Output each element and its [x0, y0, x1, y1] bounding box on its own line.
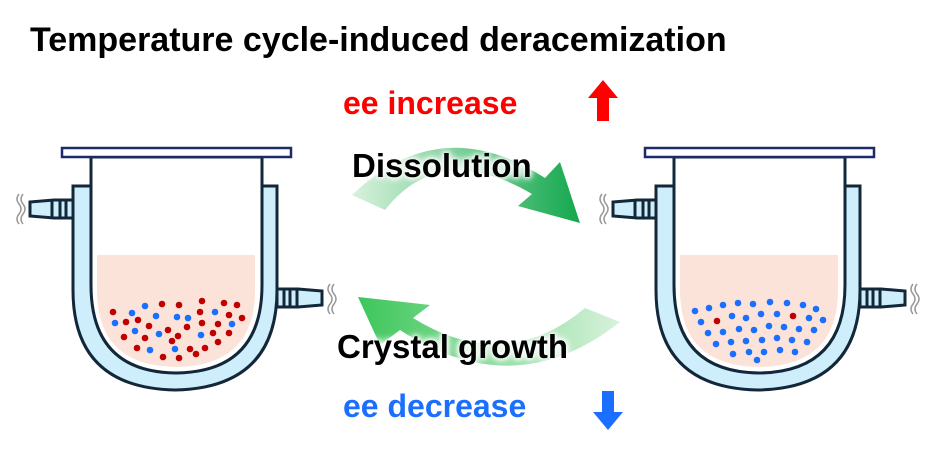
blue-particle	[729, 350, 737, 358]
red-particle	[175, 301, 183, 309]
red-particle	[120, 333, 128, 341]
blue-particle	[765, 322, 773, 330]
dissolution-label: Dissolution	[352, 147, 532, 184]
blue-particle	[146, 346, 154, 354]
blue-particle	[171, 345, 179, 353]
red-particle	[183, 323, 191, 331]
blue-particle	[742, 314, 750, 322]
blue-particle	[810, 326, 818, 334]
blue-particle	[228, 320, 236, 328]
ee-increase-label: ee increase	[343, 85, 518, 121]
red-particle	[214, 338, 222, 346]
red-particle	[220, 299, 228, 307]
blue-particle	[750, 326, 758, 334]
red-particle	[158, 300, 166, 308]
red-particle	[214, 320, 222, 328]
blue-particle	[812, 305, 820, 313]
red-particle	[198, 297, 206, 305]
blue-particle	[211, 308, 219, 316]
blue-particle	[805, 314, 813, 322]
red-particle	[145, 322, 153, 330]
reactor-vessel-right	[598, 146, 921, 392]
blue-particle	[799, 301, 807, 309]
red-particle	[122, 318, 130, 326]
blue-particle	[745, 348, 753, 356]
cycle-arrow-top-icon	[352, 147, 580, 223]
blue-particle	[705, 304, 713, 312]
red-particle	[225, 329, 233, 337]
red-particle	[186, 345, 194, 353]
blue-particle	[141, 302, 149, 310]
blue-particle	[197, 331, 205, 339]
blue-particle	[766, 298, 774, 306]
blue-particle	[791, 348, 799, 356]
blue-particle	[780, 323, 788, 331]
red-particle	[168, 337, 176, 345]
red-particle	[209, 329, 217, 337]
blue-particle	[173, 313, 181, 321]
red-particle	[713, 317, 721, 325]
blue-particle	[704, 329, 712, 337]
blue-particle	[131, 327, 139, 335]
diagram-title: Temperature cycle-induced deracemization	[30, 21, 727, 59]
red-particle	[141, 334, 149, 342]
blue-particle	[697, 318, 705, 326]
blue-particle	[760, 348, 768, 356]
red-particle	[196, 308, 204, 316]
blue-particle	[758, 336, 766, 344]
red-particle	[174, 332, 182, 340]
red-particle	[225, 311, 233, 319]
blue-particle	[735, 325, 743, 333]
crystal-growth-label: Crystal growth	[337, 328, 569, 365]
red-particle	[192, 350, 200, 358]
red-particle	[164, 326, 172, 334]
red-particle	[159, 353, 167, 361]
blue-particle	[749, 300, 757, 308]
blue-particle	[795, 325, 803, 333]
cycle-arrow-bottom-icon	[358, 297, 620, 366]
red-particle	[201, 344, 209, 352]
blue-particle	[727, 338, 735, 346]
blue-particle	[155, 330, 163, 338]
blue-particle	[152, 312, 160, 320]
red-particle	[238, 314, 246, 322]
blue-particle	[734, 299, 742, 307]
blue-particle	[776, 346, 784, 354]
red-particle	[109, 308, 117, 316]
blue-particle	[712, 340, 720, 348]
red-particle	[133, 344, 141, 352]
red-particle	[233, 301, 241, 309]
blue-particle	[753, 356, 761, 364]
blue-particle	[111, 319, 119, 327]
reactor-vessel-left	[15, 146, 338, 392]
blue-particle	[783, 299, 791, 307]
ee-decrease-label: ee decrease	[343, 388, 527, 424]
red-particle	[175, 354, 183, 362]
blue-particle	[719, 328, 727, 336]
blue-particle	[803, 338, 811, 346]
blue-particle	[819, 316, 827, 324]
blue-particle	[728, 312, 736, 320]
down-arrow-icon	[593, 391, 623, 430]
blue-particle	[691, 307, 699, 315]
blue-particle	[742, 337, 750, 345]
up-arrow-icon	[588, 80, 618, 121]
blue-particle	[757, 310, 765, 318]
blue-particle	[719, 301, 727, 309]
red-particle	[198, 319, 206, 327]
blue-particle	[184, 314, 192, 322]
red-particle	[789, 312, 797, 320]
red-particle	[134, 316, 142, 324]
blue-particle	[773, 310, 781, 318]
blue-particle	[788, 336, 796, 344]
blue-particle	[773, 334, 781, 342]
blue-particle	[128, 309, 136, 317]
